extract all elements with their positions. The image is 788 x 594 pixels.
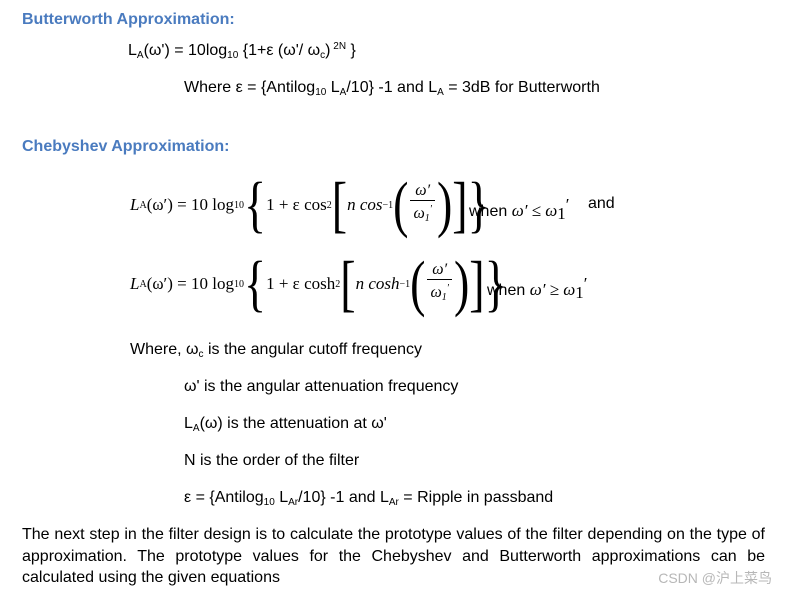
butterworth-heading: Butterworth Approximation: (22, 11, 235, 28)
right-brace: } (467, 169, 490, 239)
left-paren: ( (410, 248, 426, 318)
chebyshev-condition-2: when ω′ ≥ ω1′ (487, 274, 588, 302)
left-brace: { (244, 169, 267, 239)
left-bracket: [ (331, 169, 348, 239)
chebyshev-and-label: and (588, 195, 615, 212)
watermark: CSDN @沪上菜鸟 (658, 570, 772, 586)
right-brace: } (484, 248, 507, 318)
left-bracket: [ (340, 248, 356, 318)
chebyshev-condition-1: when ω′ ≤ ω1′ (469, 195, 570, 223)
left-paren: ( (393, 169, 409, 239)
where-attenuation-frequency: ω' is the angular attenuation frequency (184, 378, 459, 395)
where-ripple-definition: ε = {Antilog10 LAr/10} -1 and LAr = Ripp… (184, 489, 554, 508)
right-paren: ) (453, 248, 470, 318)
where-filter-order: N is the order of the filter (184, 452, 360, 469)
right-bracket: ] (452, 169, 468, 239)
butterworth-epsilon-definition: Where ε = {Antilog10 LA/10} -1 and LA = … (184, 79, 600, 98)
body-paragraph: The next step in the filter design is to… (22, 526, 765, 586)
where-attenuation: LA(ω) is the attenuation at ω' (184, 415, 387, 434)
omega-ratio-fraction: ω′ ω1′ (410, 182, 435, 228)
butterworth-formula: LA(ω') = 10log10 {1+ε (ω'/ ωc) 2N } (128, 41, 356, 61)
right-paren: ) (436, 169, 453, 239)
where-cutoff-frequency: Where, ωc is the angular cutoff frequenc… (130, 341, 423, 360)
right-bracket: ] (469, 248, 485, 318)
omega-ratio-fraction: ω′ ω1′ (427, 261, 452, 307)
chebyshev-heading: Chebyshev Approximation: (22, 138, 230, 155)
left-brace: { (244, 248, 267, 318)
